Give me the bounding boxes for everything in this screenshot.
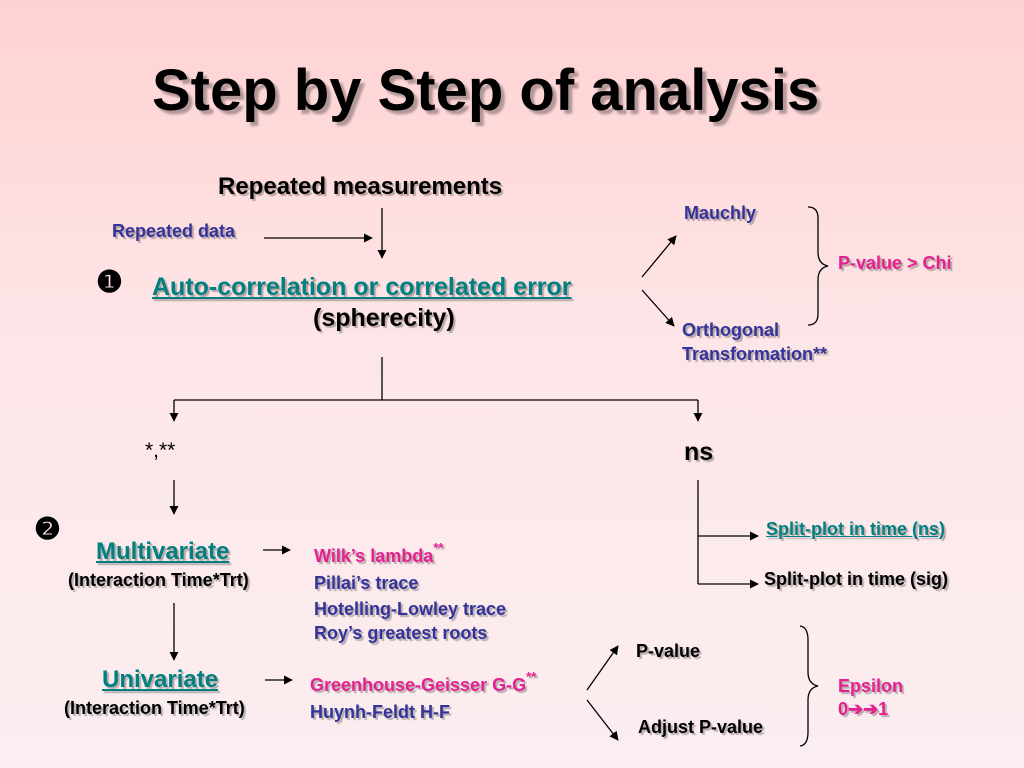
epsilon-range-label: 0➔➔1 [838, 699, 889, 719]
step1-marker: ❶ [96, 266, 123, 299]
arrow-to-orthogonal [641, 289, 675, 327]
split-plot-ns-label: Split-plot in time (ns) [766, 519, 945, 539]
greenhouse-geisser-sup: ** [526, 669, 537, 684]
repeated-data-label: Repeated data [112, 221, 236, 241]
mauchly-label: Mauchly [684, 203, 757, 223]
pvalue-label: P-value [636, 641, 701, 661]
split-plot-sig-label: Split-plot in time (sig) [764, 569, 948, 589]
univariate-label: Univariate [102, 666, 219, 693]
multivariate-label: Multivariate [96, 538, 230, 565]
orthogonal-label-line1: Orthogonal [682, 320, 779, 340]
significance-symbols: *,** [145, 439, 176, 462]
pillai-item: Pillai’s trace [314, 573, 419, 593]
arrow-to-pvalue [586, 645, 619, 691]
multivariate-interaction: (Interaction Time*Trt) [68, 570, 249, 590]
hotelling-item: Hotelling-Lowley trace [314, 599, 507, 619]
brace-bottom [799, 625, 819, 747]
adjust-pvalue-label: Adjust P-value [638, 717, 764, 737]
epsilon-label: Epsilon [838, 676, 904, 696]
arrow-to-adjust-pvalue [586, 699, 619, 741]
pvalue-chi-label: P-value > Chi [838, 253, 952, 273]
wilks-lambda-text: Wilk’s lambda [314, 546, 434, 566]
page-title: Step by Step of analysis [152, 58, 820, 123]
roy-item: Roy’s greatest roots [314, 623, 488, 643]
ns-label: ns [684, 438, 714, 466]
spherecity-label: (spherecity) [313, 304, 455, 332]
greenhouse-geisser-text: Greenhouse-Geisser G-G [310, 675, 527, 695]
brace-top [807, 206, 829, 326]
autocorrelation-label: Auto-correlation or correlated error [152, 273, 572, 301]
wilks-lambda-item: Wilk’s lambda** [314, 541, 443, 566]
repeated-measurements-label: Repeated measurements [218, 173, 503, 200]
orthogonal-label-line2: Transformation** [682, 344, 828, 364]
greenhouse-geisser-item: Greenhouse-Geisser G-G** [310, 670, 536, 695]
step2-marker: ❷ [34, 513, 61, 546]
wilks-lambda-sup: ** [433, 540, 444, 555]
univariate-interaction: (Interaction Time*Trt) [64, 698, 245, 718]
arrow-to-mauchly [641, 235, 677, 278]
huynh-feldt-item: Huynh-Feldt H-F [310, 702, 450, 722]
